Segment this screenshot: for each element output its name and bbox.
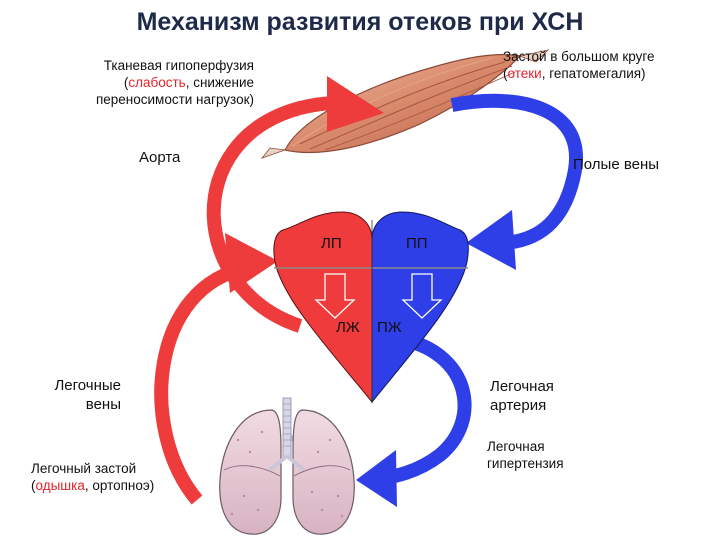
- pulmonary-hypertension-line1: Легочная: [487, 439, 545, 454]
- tissue-hypoperfusion-label: Тканевая гипоперфузия (слабость, снижени…: [96, 57, 254, 108]
- pulmonary-artery-line1: Легочная: [490, 378, 554, 395]
- lungs-icon: [219, 397, 355, 535]
- tissue-hypoperfusion-line2-rest: , снижение: [185, 75, 254, 90]
- right-ventricle-label: ПЖ: [377, 319, 402, 336]
- pulmonary-congestion-label: Легочный застой (одышка, ортопноэ): [31, 460, 154, 494]
- edema-highlight: отеки: [507, 66, 542, 81]
- vena-cava-flow-arrow-icon: [450, 93, 583, 270]
- systemic-congestion-label: Застой в большом круге (отеки, гепатомег…: [503, 48, 655, 82]
- systemic-congestion-line2: (отеки, гепатомегалия): [503, 65, 655, 82]
- dyspnea-highlight: одышка: [35, 478, 85, 493]
- tissue-hypoperfusion-line3: переносимости нагрузок): [95, 92, 254, 107]
- pulmonary-hypertension-line2: гипертензия: [487, 456, 564, 471]
- tissue-hypoperfusion-line1: Тканевая гипоперфузия: [103, 58, 254, 73]
- pulmonary-hypertension-label: Легочная гипертензия: [487, 438, 564, 472]
- weakness-highlight: слабость: [128, 75, 186, 90]
- pulmonary-artery-line2: артерия: [490, 397, 547, 414]
- tissue-hypoperfusion-line2: (слабость, снижение: [96, 74, 254, 91]
- pulmonary-veins-line2: вены: [85, 396, 121, 413]
- paren-open: (: [31, 478, 36, 493]
- left-ventricle-label: ЛЖ: [336, 319, 360, 336]
- pulmonary-congestion-line2-rest: , ортопноэ): [84, 478, 155, 493]
- pulmonary-congestion-line2: (одышка, ортопноэ): [31, 477, 154, 494]
- pulmonary-artery-flow-arrow-icon: [356, 333, 472, 507]
- aorta-label: Аорта: [139, 149, 181, 166]
- pulmonary-veins-flow-arrow-icon: [154, 233, 278, 505]
- paren-open: (: [503, 66, 508, 81]
- vena-cava-label: Полые вены: [573, 156, 660, 173]
- pulmonary-veins-line1: Легочные: [54, 377, 121, 394]
- left-atrium-label: ЛП: [321, 235, 342, 252]
- aorta-flow-arrow-icon: [206, 76, 384, 333]
- systemic-congestion-line2-rest: , гепатомегалия): [541, 66, 646, 81]
- systemic-congestion-line1: Застой в большом круге: [503, 49, 655, 64]
- heart-icon: [273, 211, 469, 404]
- pulmonary-congestion-line1: Легочный застой: [31, 461, 137, 476]
- diagram-title: Механизм развития отеков при ХСН: [136, 8, 584, 36]
- pulmonary-veins-label: Легочные вены: [54, 376, 121, 414]
- paren-open: (: [123, 75, 129, 90]
- right-atrium-label: ПП: [406, 235, 428, 252]
- pulmonary-artery-label: Легочная артерия: [490, 377, 554, 415]
